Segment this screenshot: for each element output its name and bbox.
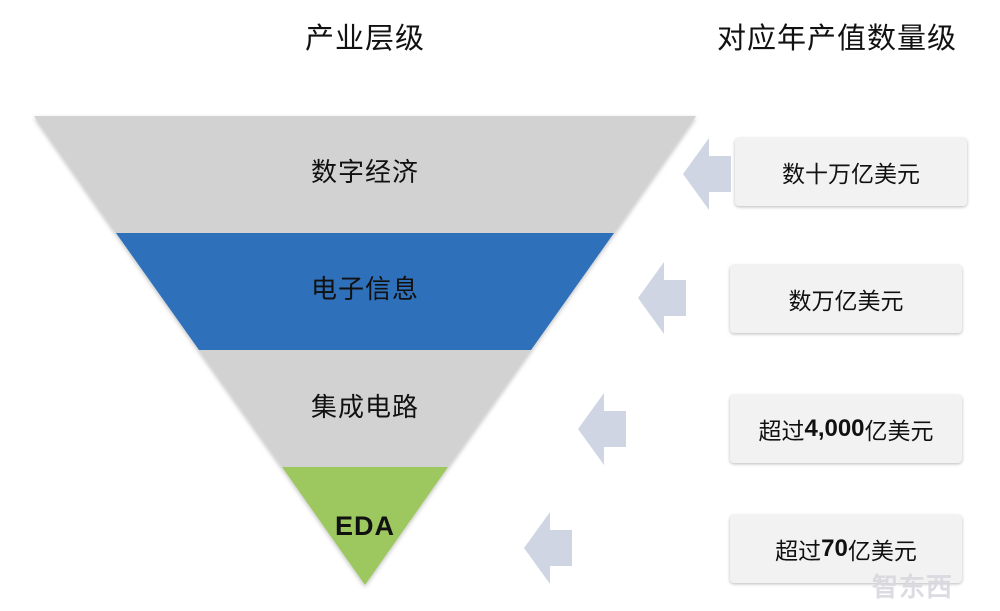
funnel-segment-integrated-circuit (199, 350, 531, 467)
level-label-electronic-info: 电子信息 (310, 275, 419, 305)
watermark-logo: 智东西 (872, 573, 954, 603)
header-industry-level: 产业层级 (305, 21, 426, 55)
level-label-integrated-circuit: 集成电路 (310, 393, 419, 423)
value-box-digital-economy: 数十万亿美元 (735, 138, 967, 206)
funnel-segment-electronic-info (116, 233, 614, 350)
value-text-prefix: 数十万亿美元 (782, 162, 920, 188)
value-text-number: 4,000 (804, 415, 865, 442)
value-box-electronic-info: 数万亿美元 (730, 265, 962, 333)
value-text-prefix: 数万亿美元 (788, 289, 904, 315)
value-text-suffix: 亿美元 (864, 419, 934, 445)
level-label-eda: EDA (334, 511, 395, 541)
left-arrow-icon (638, 262, 686, 334)
level-label-digital-economy: 数字经济 (310, 158, 419, 188)
funnel-segment-digital-economy (34, 116, 696, 233)
left-arrow-icon (524, 512, 572, 584)
funnel-segment-eda (282, 467, 448, 585)
header-annual-output: 对应年产值数量级 (717, 21, 958, 55)
left-arrow-icon (578, 393, 626, 465)
value-text-suffix: 亿美元 (847, 539, 917, 565)
value-text-prefix: 超过 (775, 539, 822, 565)
left-arrow-icon (683, 138, 731, 210)
value-text-number: 70 (821, 535, 848, 562)
value-text-prefix: 超过 (758, 419, 805, 445)
